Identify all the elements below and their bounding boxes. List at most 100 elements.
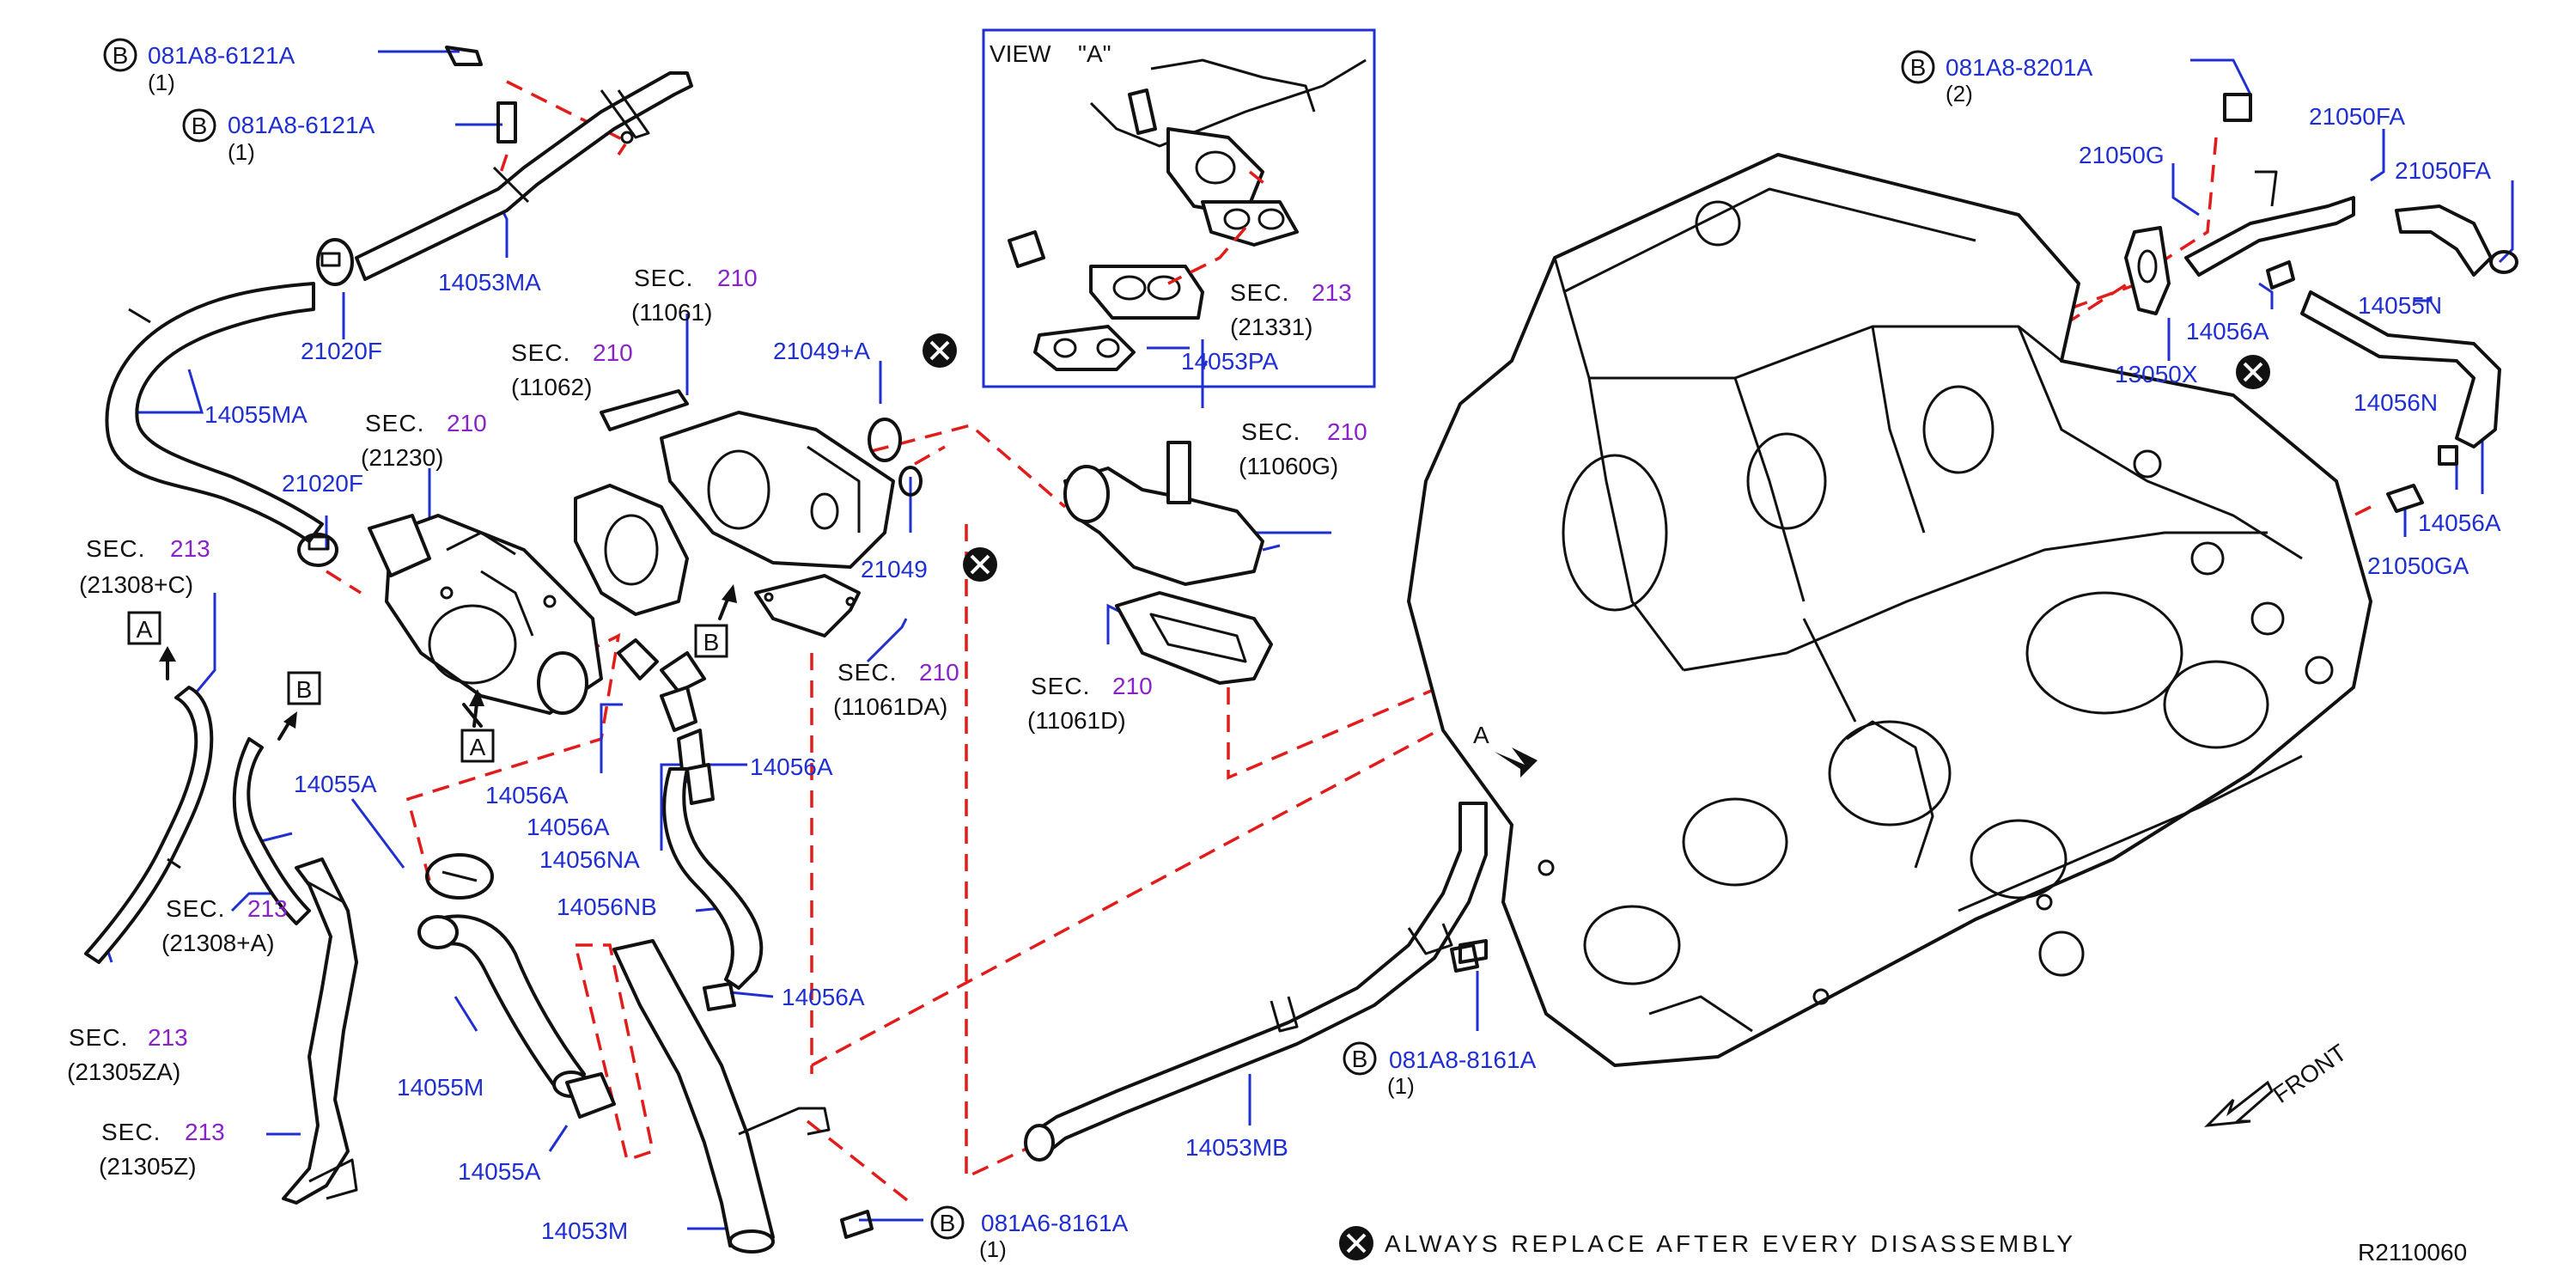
water-outlet-11061 [600, 389, 895, 569]
svg-text:FRONT: FRONT [2268, 1039, 2352, 1108]
svg-text:210: 210 [717, 265, 758, 291]
thermostat-housing [368, 514, 603, 728]
label-14055a: 14055A [294, 771, 377, 797]
label-21050ga: 21050GA [2367, 552, 2469, 579]
label-081a8-6121a: 081A8-6121A [148, 42, 295, 69]
view-marker-a-left: A [127, 611, 176, 680]
label-14055ma: 14055MA [204, 401, 308, 428]
svg-text:A: A [470, 734, 486, 760]
right-gasket-13050x [2124, 226, 2171, 315]
gasket-11062 [574, 484, 689, 616]
label-081a6-8161a: 081A6-8161A [981, 1210, 1129, 1236]
pipe-14053ma [355, 46, 693, 281]
hose-14056nb [662, 767, 764, 1011]
svg-text:(2): (2) [1946, 81, 1973, 107]
label-14056n: 14056N [2354, 389, 2438, 416]
svg-text:SEC.: SEC. [69, 1024, 128, 1051]
svg-text:SEC.: SEC. [101, 1119, 161, 1145]
svg-text:213: 213 [148, 1024, 188, 1051]
svg-text:213: 213 [185, 1119, 225, 1145]
svg-text:(11061DA): (11061DA) [833, 693, 947, 720]
pipe-21308c [84, 686, 214, 964]
svg-text:(1): (1) [979, 1236, 1007, 1262]
view-a-arrow: A [1473, 722, 1538, 778]
right-hose-14055n [2395, 204, 2518, 277]
label-14056nb: 14056NB [557, 894, 657, 920]
svg-text:(1): (1) [148, 70, 175, 95]
svg-text:210: 210 [447, 410, 487, 436]
label-21020f: 21020F [301, 338, 382, 364]
svg-text:(11060G): (11060G) [1239, 453, 1338, 479]
bolt-marker-4: B [930, 1205, 965, 1240]
o-rings [868, 418, 923, 497]
view-a-subject: "A" [1078, 40, 1111, 67]
label-081a8-6121a: 081A8-6121A [228, 112, 375, 138]
pipe-21305z [282, 857, 358, 1205]
replace-x-icon [963, 547, 997, 582]
svg-text:213: 213 [1312, 279, 1352, 306]
label-14053mb: 14053MB [1185, 1134, 1288, 1161]
svg-text:(1): (1) [1387, 1073, 1415, 1099]
label-14056a: 14056A [2418, 509, 2501, 536]
water-outlet-11060g [1063, 441, 1264, 586]
svg-text:213: 213 [247, 895, 288, 922]
svg-text:(21305Z): (21305Z) [99, 1153, 197, 1180]
label-21049a: 21049+A [773, 338, 870, 364]
label-14053pa: 14053PA [1181, 348, 1278, 375]
legend-text: ALWAYS REPLACE AFTER EVERY DISASSEMBLY [1385, 1230, 2076, 1257]
bolt-marker-5: B [1343, 1041, 1377, 1076]
svg-text:SEC.: SEC. [511, 339, 570, 366]
svg-text:(21305ZA): (21305ZA) [67, 1058, 180, 1085]
svg-text:213: 213 [170, 535, 210, 562]
pipe-14053mb [1024, 802, 1488, 1162]
label-081a8-8201a: 081A8-8201A [1946, 54, 2093, 81]
view-marker-a-center: A [460, 689, 495, 763]
small-bolts [840, 939, 1488, 1239]
bolt-marker-letter: B [1910, 54, 1927, 81]
right-hose-14056n [2300, 290, 2501, 466]
hose-14055m [417, 914, 590, 1098]
label-13050x: 13050X [2115, 361, 2198, 387]
svg-text:(21331): (21331) [1230, 314, 1313, 340]
svg-text:A: A [137, 616, 153, 643]
pipe-21308a [232, 737, 311, 925]
bolt-marker-2: B [182, 108, 216, 143]
label-081a8-8161a: 081A8-8161A [1389, 1046, 1537, 1073]
label-14053m: 14053M [541, 1217, 628, 1244]
reference-code: R2110060 [2358, 1239, 2467, 1266]
svg-text:A: A [1473, 722, 1489, 748]
clamp-21020f-lower [297, 533, 338, 567]
bolt-marker-1: B [103, 38, 137, 72]
callout-labels: 081A8-6121A (1) 081A8-6121A (1) 14053MA … [67, 40, 2501, 1266]
pipe-14053m [612, 939, 831, 1254]
engine-block [1407, 153, 2372, 1067]
replace-x-icon [1339, 1226, 1373, 1260]
replace-x-icon [2236, 355, 2270, 389]
svg-text:SEC.: SEC. [634, 265, 693, 291]
label-14056a: 14056A [485, 782, 569, 808]
label-14056a: 14056A [527, 814, 610, 840]
label-14056a: 14056A [750, 753, 833, 780]
label-14056na: 14056NA [539, 846, 640, 873]
svg-text:SEC.: SEC. [1230, 279, 1289, 306]
svg-text:(11062): (11062) [511, 374, 592, 400]
view-marker-b-left: B [277, 671, 321, 741]
gasket-11061da [754, 574, 861, 638]
label-21050g: 21050G [2079, 142, 2165, 168]
svg-text:210: 210 [1327, 418, 1367, 445]
view-a-title: VIEW [990, 40, 1051, 67]
bolt-marker-3: B [1901, 50, 1935, 84]
label-21020f: 21020F [282, 470, 363, 497]
gasket-11061d [1115, 591, 1273, 685]
clamps-14055a [425, 853, 616, 1119]
right-pipe-21050g [2184, 93, 2355, 277]
svg-text:210: 210 [1112, 673, 1153, 699]
svg-text:(21308+C): (21308+C) [79, 571, 193, 598]
small-hoses-center [617, 638, 715, 805]
front-arrow-icon: FRONT [2203, 1039, 2352, 1127]
label-14053ma: 14053MA [438, 269, 541, 296]
svg-text:SEC.: SEC. [837, 659, 897, 686]
label-21050fa: 21050FA [2309, 103, 2405, 130]
view-a-inset [982, 28, 1376, 388]
svg-text:(11061): (11061) [631, 299, 712, 326]
